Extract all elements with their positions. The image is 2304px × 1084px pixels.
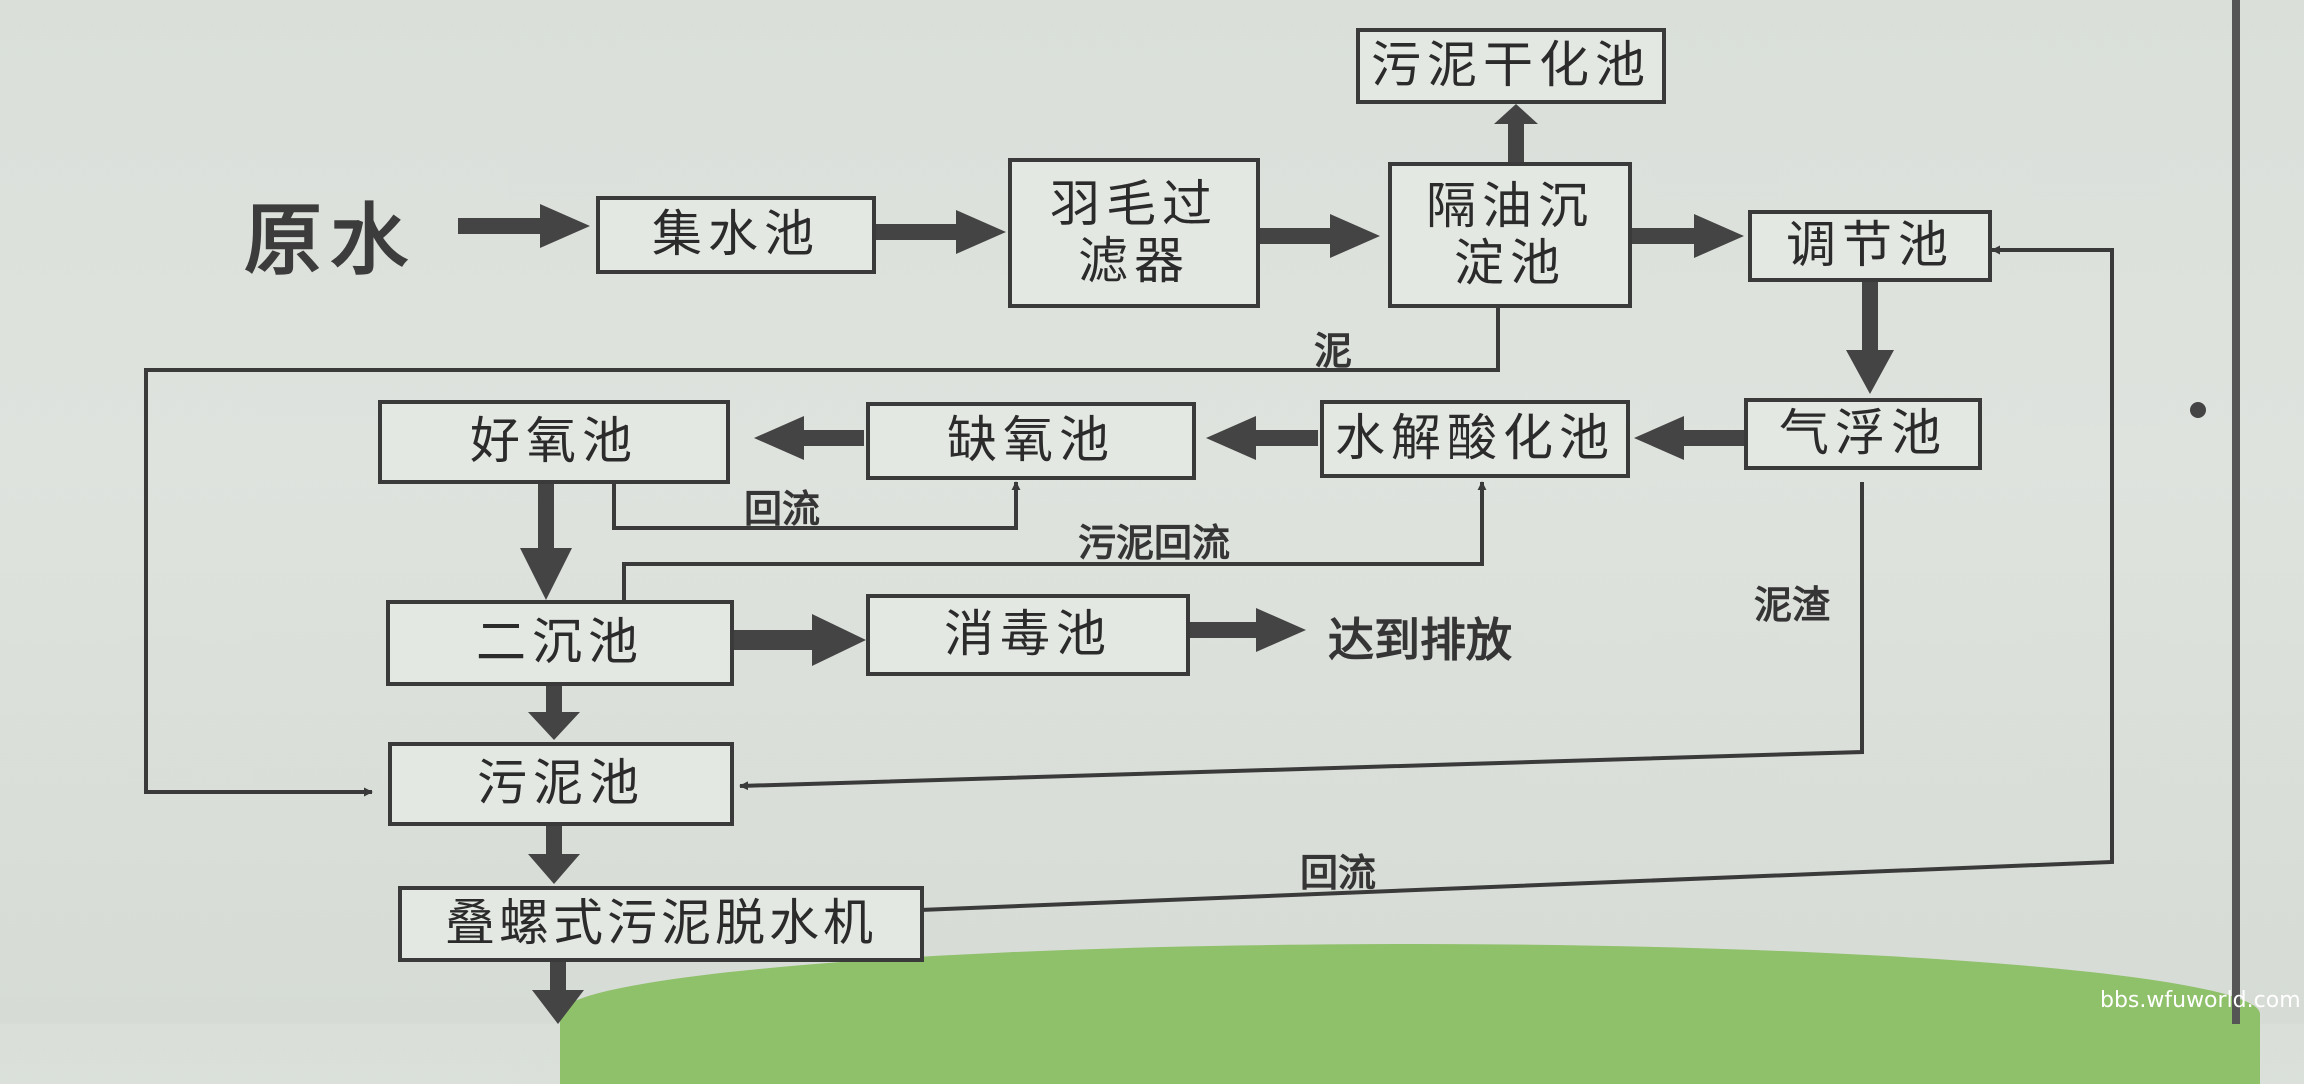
- arrow-secondary-to-disinfect: [734, 614, 866, 666]
- box-collect: 集水池: [596, 196, 876, 274]
- mounting-bolt: [2190, 402, 2206, 418]
- sludge-reflux-label: 污泥回流: [1078, 521, 1231, 565]
- scum-line: [739, 482, 1864, 791]
- box-disinfect: 消毒池: [866, 594, 1190, 676]
- arrow-disinfect-to-discharge: [1190, 608, 1306, 652]
- sign-post: [2232, 0, 2240, 1024]
- arrow-hydrolysis-to-anoxic: [1206, 416, 1318, 460]
- arrow-oil-to-regulate: [1630, 214, 1744, 258]
- box-sludge: 污泥池: [388, 742, 734, 826]
- reflux-label-1: 回流: [744, 487, 821, 531]
- box-float: 气浮池: [1744, 398, 1982, 470]
- arrow-feather-to-oil: [1258, 214, 1380, 258]
- source-label: 原水: [244, 196, 417, 286]
- sludge-reflux-line: [622, 481, 1487, 600]
- flowchart-board: 原水 集水池 羽毛过 滤器 隔油沉 淀池 污泥干化池 调节池 气浮池 水解酸化池…: [144, 0, 2301, 1084]
- watermark: bbs.wfuworld.com: [2100, 988, 2301, 1013]
- arrow-aerobic-to-secondary: [520, 484, 572, 600]
- box-feather: 羽毛过 滤器: [1008, 158, 1260, 308]
- box-press: 叠螺式污泥脱水机: [398, 886, 924, 962]
- mud-line: [144, 306, 1500, 797]
- box-oil: 隔油沉 淀池: [1388, 162, 1632, 308]
- arrow-sludge-to-press: [528, 826, 580, 884]
- reflux-line-2: [919, 245, 2114, 912]
- discharge-label: 达到排放: [1328, 613, 1512, 667]
- box-hydrolysis: 水解酸化池: [1320, 400, 1630, 478]
- scum-label: 泥渣: [1754, 583, 1831, 627]
- arrow-oil-to-dry: [1494, 104, 1538, 162]
- box-secondary: 二沉池: [386, 600, 734, 686]
- reflux-line-1: [612, 481, 1021, 530]
- box-dry: 污泥干化池: [1356, 28, 1666, 104]
- box-regulate: 调节池: [1748, 210, 1992, 282]
- connector-layer: [144, 104, 2114, 1024]
- box-anoxic: 缺氧池: [866, 402, 1196, 480]
- reflux-label-2: 回流: [1300, 851, 1377, 895]
- arrow-regulate-to-float: [1846, 282, 1894, 394]
- arrow-float-to-hydrolysis: [1634, 416, 1744, 460]
- arrow-source-to-collect: [458, 204, 590, 248]
- arrow-secondary-to-sludge: [528, 686, 580, 740]
- arrow-collect-to-feather: [876, 210, 1006, 254]
- arrow-anoxic-to-aerobic: [754, 416, 864, 460]
- mud-label: 泥: [1314, 329, 1353, 373]
- arrow-press-out: [532, 960, 584, 1024]
- box-aerobic: 好氧池: [378, 400, 730, 484]
